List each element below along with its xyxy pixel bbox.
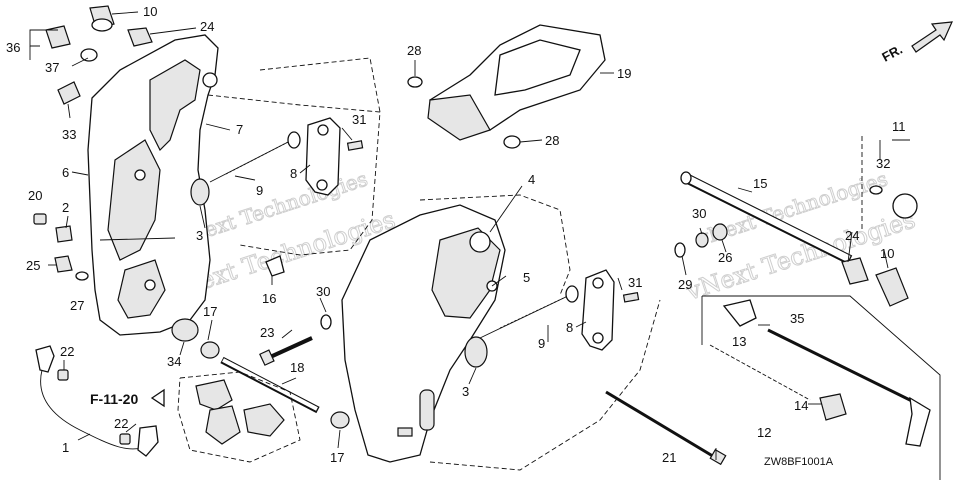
callout-31: 31 [628, 275, 642, 290]
long-bolt [605, 390, 727, 466]
callout-31: 31 [352, 112, 366, 127]
callout-25: 25 [26, 258, 40, 273]
callout-9: 9 [538, 336, 545, 351]
ground-cable [35, 345, 159, 457]
callout-1: 1 [62, 440, 69, 455]
callout-3: 3 [462, 384, 469, 399]
callout-15: 15 [753, 176, 767, 191]
callout-24: 24 [200, 19, 214, 34]
callout-33: 33 [62, 127, 76, 142]
callout-34: 34 [167, 354, 181, 369]
callout-26: 26 [718, 250, 732, 265]
callout-28: 28 [545, 133, 559, 148]
callout-7: 7 [236, 122, 243, 137]
callout-16: 16 [262, 291, 276, 306]
callout-21: 21 [662, 450, 676, 465]
callout-14: 14 [794, 398, 808, 413]
top-left-hardware [29, 5, 197, 119]
callout-labels: 10 24 36 37 33 7 6 20 2 25 27 9 8 31 3 1… [6, 4, 906, 465]
callout-27: 27 [70, 298, 84, 313]
callout-11: 11 [892, 119, 906, 134]
callout-29: 29 [678, 277, 692, 292]
left-small-hardware [33, 213, 89, 281]
callout-18: 18 [290, 360, 304, 375]
callout-13: 13 [732, 334, 746, 349]
callout-37: 37 [45, 60, 59, 75]
callout-10: 10 [880, 246, 894, 261]
callout-22: 22 [60, 344, 74, 359]
tiller-bracket [407, 24, 614, 149]
callout-35: 35 [790, 311, 804, 326]
callout-30: 30 [316, 284, 330, 299]
front-direction-arrow: FR. [879, 21, 953, 65]
callout-5: 5 [523, 270, 530, 285]
tilt-shaft-assembly [674, 136, 918, 307]
callout-8: 8 [566, 320, 573, 335]
upper-middle-linkage [190, 117, 364, 285]
left-stern-bracket [87, 34, 219, 336]
tilt-lever-assembly [701, 295, 941, 480]
callout-3: 3 [196, 228, 203, 243]
direction-label: FR. [879, 42, 905, 65]
callout-23: 23 [260, 325, 274, 340]
callout-8: 8 [290, 166, 297, 181]
callout-28: 28 [407, 43, 421, 58]
callout-17: 17 [330, 450, 344, 465]
lower-left-hardware [171, 314, 350, 449]
diagram-code: ZW8BF1001A [764, 456, 834, 468]
lower-middle-linkage [464, 269, 640, 368]
callout-10: 10 [143, 4, 157, 19]
bracket-7-outline [207, 57, 381, 256]
callout-6: 6 [62, 165, 69, 180]
callout-36: 36 [6, 40, 20, 55]
reference-label: F-11-20 [90, 391, 138, 407]
callout-22: 22 [114, 416, 128, 431]
callout-2: 2 [62, 200, 69, 215]
callout-30: 30 [692, 206, 706, 221]
callout-9: 9 [256, 183, 263, 198]
callout-17: 17 [203, 304, 217, 319]
right-stern-bracket [341, 194, 661, 471]
callout-12: 12 [757, 425, 771, 440]
callout-32: 32 [876, 156, 890, 171]
callout-20: 20 [28, 188, 42, 203]
leader-lines [71, 123, 889, 441]
callout-24: 24 [845, 228, 859, 243]
callout-19: 19 [617, 66, 631, 81]
reference-callout [150, 371, 301, 463]
callout-4: 4 [528, 172, 535, 187]
